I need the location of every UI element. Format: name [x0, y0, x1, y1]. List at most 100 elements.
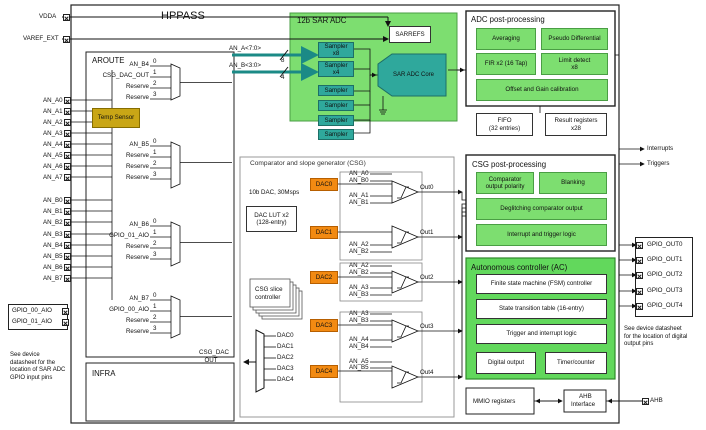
dac-4: DAC4 [310, 365, 338, 378]
sampler-6: Sampler [318, 129, 354, 140]
gpio-in-note-line: location of SAR ADC [10, 367, 66, 373]
fsm-box: Finite state machine (FSM) controller [476, 274, 607, 294]
comparator-input-label: AN_A5 [349, 358, 369, 365]
gpio-out-note-line: for the location of digital [624, 333, 688, 340]
bus-a-width: 8 [281, 57, 285, 64]
comparator-input-label: AN_B1 [349, 199, 369, 206]
dacsel-4: DAC4 [277, 376, 294, 383]
ac-title: Autonomous controller (AC) [471, 263, 568, 272]
aroute-sel-index: 3 [153, 325, 157, 332]
comparator-input-label: AN_B5 [349, 364, 369, 371]
aroute-title: AROUTE [92, 56, 125, 65]
bus-a-label: AN_A<7:0> [229, 45, 261, 52]
comparator-out-label: Out0 [420, 184, 434, 191]
fifo-line: (32 entries) [488, 124, 521, 132]
aroute-sel-index: 2 [153, 314, 157, 321]
aroute-mux1-input: CSG_DAC_OUT [102, 72, 149, 79]
gpio-out-pin [636, 288, 643, 295]
aroute-sel-index: 3 [153, 171, 157, 178]
gpio-out-pin [636, 242, 643, 249]
slice-front [249, 278, 291, 308]
infra-outline [85, 362, 235, 422]
left-pin-label: AN_B6 [43, 264, 63, 271]
gpio-out-note-line: See device datasheet [624, 326, 682, 332]
comparator-input-label: AN_B3 [349, 317, 369, 324]
gpio-out-note: See device datasheet for the location of… [624, 326, 687, 349]
dac-lut-line: (128-entry) [256, 219, 287, 226]
left-pin-label: AN_B7 [43, 275, 63, 282]
comparator-input-label: AN_A4 [349, 336, 369, 343]
bus-b-width: 4 [281, 74, 285, 81]
dac-1: DAC1 [310, 226, 338, 239]
left-pin [64, 108, 71, 115]
comparator-input-label: AN_B0 [349, 177, 369, 184]
aroute-sel-index: 0 [153, 138, 157, 145]
csg-dac-out-label-1: CSG_DAC [199, 349, 229, 356]
aroute-sel-index: 3 [153, 251, 157, 258]
aroute-sel-index: 1 [153, 69, 157, 76]
aroute-outline [85, 51, 235, 358]
left-pin [64, 231, 71, 238]
polarity-line: output polarity [485, 183, 525, 190]
gpio-in-01-pin [62, 319, 69, 326]
left-pin [64, 197, 71, 204]
left-pin [64, 119, 71, 126]
sampler-4: Sampler [318, 100, 354, 111]
gpio-in-00-pin [62, 308, 69, 315]
left-pin [64, 163, 71, 170]
left-pin [64, 152, 71, 159]
result-line: Result registers [554, 117, 598, 124]
dac-0: DAC0 [310, 178, 338, 191]
gpio-in-box [8, 304, 68, 330]
aroute-mux2-input: AN_B5 [129, 141, 149, 148]
gpio-out-pin [636, 257, 643, 264]
digital-output-box: Digital output [476, 352, 536, 374]
left-pin-label: AN_B0 [43, 197, 63, 204]
sampler-5: Sampler [318, 115, 354, 126]
aroute-mux2-input: Reserve [125, 174, 149, 181]
mux1-shape [170, 63, 181, 101]
sampler-label: Sampler [324, 42, 348, 50]
csg-interrupt-box: Interrupt and trigger logic [476, 224, 607, 246]
ahb-pin [642, 398, 649, 405]
adc-post-title: ADC post-processing [471, 15, 545, 24]
comparator-input-label: AN_A3 [349, 284, 369, 291]
limit-line: Limit detect [558, 56, 591, 64]
comparator-input-label: AN_A1 [349, 192, 369, 199]
sampler-3: Sampler [318, 85, 354, 96]
dac-lut-box: DAC LUT x2(128-entry) [246, 206, 297, 232]
csg-dac-out-label-2: _OUT [201, 357, 218, 364]
gpio-in-00: GPIO_00_AIO [12, 307, 52, 314]
comparator-out-label: Out2 [420, 274, 434, 281]
triggers-label: Triggers [647, 160, 670, 167]
left-pin-label: AN_A2 [43, 119, 63, 126]
gpio-out-pin [636, 303, 643, 310]
mux2-shape [170, 141, 181, 189]
comparator-input-label: AN_B2 [349, 269, 369, 276]
aroute-sel-index: 2 [153, 80, 157, 87]
fifo-line: FIFO [497, 117, 512, 124]
vdda-label: VDDA [39, 13, 57, 20]
mmio-label: MMIO registers [473, 398, 516, 405]
gpio-in-note-line: datasheet for the [10, 359, 56, 366]
adc-post-outline [465, 10, 616, 107]
timer-counter-box: Timer/counter [545, 352, 607, 374]
aroute-sel-index: 2 [153, 240, 157, 247]
csg-post-outline [465, 154, 616, 252]
left-pin-label: AN_B5 [43, 253, 63, 260]
adc-title: 12b SAR ADC [297, 16, 347, 25]
dac-lut-line: DAC LUT x2 [254, 211, 289, 219]
aroute-sel-index: 0 [153, 218, 157, 225]
ac-trigger-box: Trigger and interrupt logic [476, 324, 607, 344]
csg-post-title: CSG post-processing [472, 160, 547, 169]
aroute-mux1-input: Reserve [125, 83, 149, 90]
blanking-box: Blanking [539, 172, 607, 194]
varef-label: VAREF_EXT [23, 35, 59, 42]
comparator-input-label: AN_B4 [349, 343, 369, 350]
csg-title: Comparator and slope generator (CSG) [250, 160, 366, 167]
